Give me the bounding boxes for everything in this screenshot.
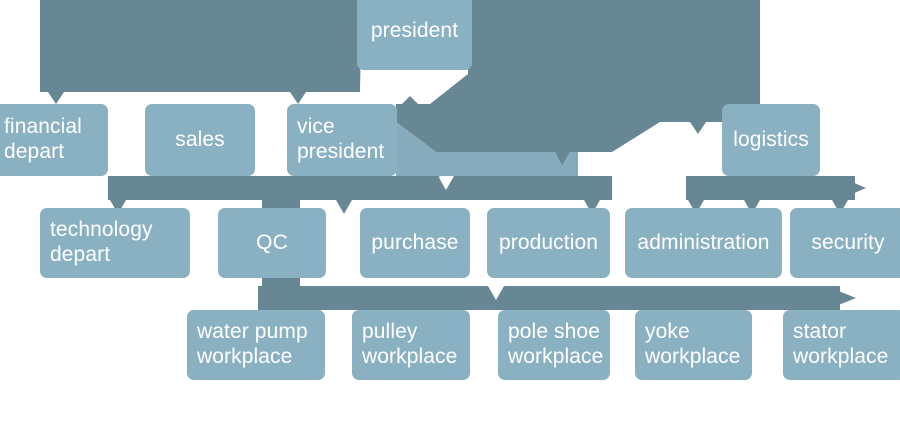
node-administration-label: administration xyxy=(637,230,770,254)
node-qc[interactable]: QC xyxy=(218,208,326,278)
level3-to-level4-bar-right-head xyxy=(826,286,856,310)
node-purchase-label: purchase xyxy=(371,230,459,254)
node-qc-label: QC xyxy=(256,230,288,254)
node-vice-president[interactable]: vice president xyxy=(287,104,397,176)
node-pulley-workplace[interactable]: pulley workplace xyxy=(352,310,470,380)
node-technology-depart[interactable]: technology depart xyxy=(40,208,190,278)
node-technology-depart-label: technology depart xyxy=(50,218,153,266)
node-production-label: production xyxy=(498,230,599,254)
level2-to-level3-bar-left-tail xyxy=(108,176,128,200)
node-sales[interactable]: sales xyxy=(145,104,255,176)
node-administration[interactable]: administration xyxy=(625,208,782,278)
node-production[interactable]: production xyxy=(487,208,610,278)
node-vice-president-label: vice president xyxy=(297,115,385,163)
level3-to-level4-bar-left-tail xyxy=(258,286,282,310)
node-stator-workplace-label: stator workplace xyxy=(793,320,889,368)
logistics-to-level3-chevron-bar xyxy=(686,176,855,214)
president-right-sweep-connector xyxy=(396,0,760,166)
node-logistics[interactable]: logistics xyxy=(722,104,820,176)
node-security-label: security xyxy=(811,230,885,254)
node-president-label: president xyxy=(370,18,459,42)
president-to-level2-connector xyxy=(40,0,362,104)
node-pulley-workplace-label: pulley workplace xyxy=(362,320,458,368)
node-yoke-workplace[interactable]: yoke workplace xyxy=(635,310,752,380)
node-yoke-workplace-label: yoke workplace xyxy=(645,320,741,368)
node-logistics-label: logistics xyxy=(733,127,809,151)
node-stator-workplace[interactable]: stator workplace xyxy=(783,310,900,380)
node-president[interactable]: president xyxy=(357,0,472,70)
node-pole-shoe-workplace[interactable]: pole shoe workplace xyxy=(498,310,610,380)
node-financial-depart-label: financial depart xyxy=(4,115,82,163)
logistics-bar-left-tail xyxy=(686,176,706,200)
node-financial-depart[interactable]: financial depart xyxy=(0,104,108,176)
vice-president-to-level3-bar xyxy=(396,122,578,190)
node-security[interactable]: security xyxy=(790,208,900,278)
node-water-pump-workplace-label: water pump workplace xyxy=(197,320,308,368)
level2-to-level3-chevron-bar-left xyxy=(108,176,612,214)
node-pole-shoe-workplace-label: pole shoe workplace xyxy=(508,320,604,368)
node-purchase[interactable]: purchase xyxy=(360,208,470,278)
node-water-pump-workplace[interactable]: water pump workplace xyxy=(187,310,325,380)
logistics-bar-right-head xyxy=(838,176,866,200)
node-sales-label: sales xyxy=(175,127,225,151)
